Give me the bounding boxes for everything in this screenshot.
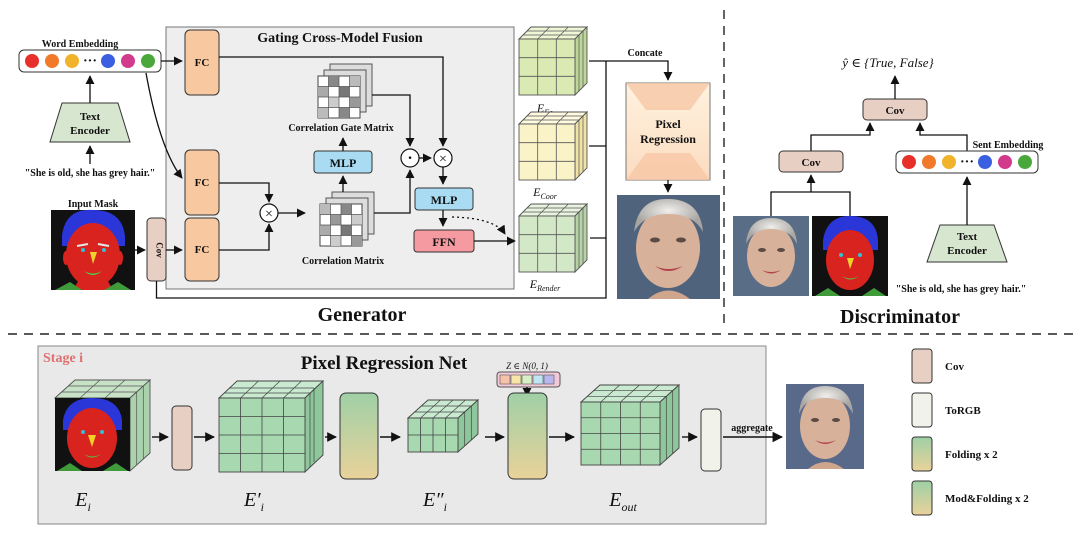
- embedding-token: [141, 54, 155, 68]
- embedding-token: [942, 155, 956, 169]
- e-i-prime-label: E′i: [243, 489, 264, 514]
- pixel-regression-label: Pixel: [655, 117, 681, 131]
- generated-face-image: [617, 195, 720, 299]
- input-mask-label: Input Mask: [68, 199, 119, 210]
- generator-title: Generator: [318, 304, 407, 326]
- input-mask-image: [51, 209, 135, 290]
- stage-label: Stage i: [43, 351, 83, 366]
- text-encoder-block: [49, 102, 131, 143]
- discriminator-caption: "She is old, she has grey hair.": [896, 284, 1027, 295]
- correlation-matrix: [319, 191, 375, 247]
- embedding-token: [101, 54, 115, 68]
- fc-block: [184, 29, 220, 96]
- embedding-token: [65, 54, 79, 68]
- discriminator-title: Discriminator: [840, 306, 960, 328]
- fc-label: FC: [195, 177, 210, 189]
- e-i-prime-cube: [217, 379, 325, 474]
- word-embedding-dots: ···: [25, 54, 155, 69]
- e-out-cube: [579, 383, 681, 467]
- embedding-token: [998, 155, 1012, 169]
- multiply-symbol: ×: [439, 152, 447, 167]
- cov-label: Cov: [886, 105, 905, 117]
- e-render-label: ERender: [529, 277, 561, 293]
- legend-swatch-cov: [911, 348, 933, 384]
- cov-label: Cov: [155, 242, 165, 258]
- discriminator-output-label: ŷ ∈ {True, False}: [840, 55, 934, 70]
- embedding-token: [922, 155, 936, 169]
- word-embedding-label: Word Embedding: [42, 39, 118, 50]
- legend: Cov ToRGB Folding x 2 Mod&Folding x 2: [911, 348, 1029, 516]
- e-i-label: Ei: [74, 489, 91, 514]
- embedding-ellipsis: ···: [960, 155, 974, 170]
- text-encoder-label: Encoder: [947, 245, 987, 257]
- mlp-block: [414, 187, 474, 211]
- e-render-cube: [517, 202, 589, 274]
- embedding-token: [902, 155, 916, 169]
- mlp-label: MLP: [431, 193, 458, 207]
- cov-block: [171, 405, 193, 471]
- text-encoder-label: Text: [80, 111, 101, 123]
- e-i-dprime-cube: [406, 398, 480, 454]
- legend-swatch-mod-folding: [911, 480, 933, 516]
- sent-embedding-label: Sent Embedding: [973, 140, 1044, 151]
- e-fo-cube: [517, 25, 589, 97]
- correlation-gate-label: Correlation Gate Matrix: [288, 123, 393, 134]
- embedding-token: [121, 54, 135, 68]
- text-encoder-block: [926, 224, 1008, 263]
- legend-swatch-folding: [911, 436, 933, 472]
- correlation-matrix-label: Correlation Matrix: [302, 256, 384, 267]
- legend-label-torgb: ToRGB: [945, 405, 981, 417]
- embedding-ellipsis: ···: [83, 54, 97, 69]
- output-face-image: [786, 384, 864, 469]
- embedding-token: [1018, 155, 1032, 169]
- pixel-regression-label: Regression: [640, 132, 696, 146]
- noise-label: Z ∈ N(0, 1): [506, 361, 548, 371]
- e-i-dprime-label: E″i: [422, 489, 447, 514]
- legend-label-cov: Cov: [945, 361, 964, 373]
- sent-embedding-dots: ···: [902, 155, 1032, 170]
- ffn-label: FFN: [432, 235, 456, 249]
- e-out-label: Eout: [608, 489, 637, 514]
- pixel-net-title: Pixel Regression Net: [301, 353, 468, 374]
- e-coor-cube: [517, 110, 589, 182]
- e-coor-label: ECoor: [532, 185, 558, 201]
- correlation-gate-matrix: [317, 63, 373, 119]
- e-i-cube: [53, 378, 152, 473]
- embedding-token: [45, 54, 59, 68]
- text-encoder-label: Encoder: [70, 125, 110, 137]
- discriminator-face-image: [733, 216, 809, 296]
- embedding-token: [25, 54, 39, 68]
- generator-caption: "She is old, she has grey hair.": [25, 168, 156, 179]
- multiply-symbol: ×: [265, 207, 273, 222]
- embedding-token: [978, 155, 992, 169]
- text-encoder-label: Text: [957, 231, 978, 243]
- legend-label-mod-folding: Mod&Folding x 2: [945, 493, 1029, 505]
- mod-folding-block: [507, 392, 548, 480]
- noise-cells: [499, 374, 555, 385]
- aggregate-label: aggregate: [731, 423, 773, 434]
- cov-label: Cov: [802, 157, 821, 169]
- concate-label: Concate: [628, 48, 664, 59]
- fc-label: FC: [195, 244, 210, 256]
- dot-symbol: ·: [407, 150, 412, 167]
- folding-block: [339, 392, 379, 480]
- gating-title: Gating Cross-Model Fusion: [257, 31, 423, 46]
- legend-label-folding: Folding x 2: [945, 449, 998, 461]
- fc-label: FC: [195, 57, 210, 69]
- legend-swatch-torgb: [911, 392, 933, 428]
- mlp-label: MLP: [330, 156, 357, 170]
- torgb-block: [700, 408, 722, 472]
- discriminator-mask-image: [812, 216, 888, 296]
